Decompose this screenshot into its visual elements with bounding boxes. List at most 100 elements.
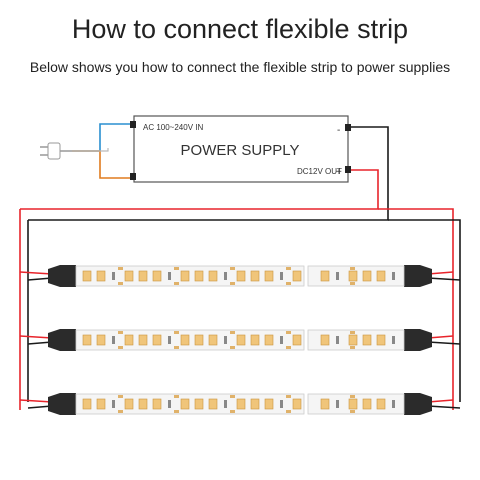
copper-pad-icon [286,267,291,270]
resistor-icon [280,336,283,344]
resistor-icon [336,400,339,408]
led-chip-icon [292,334,302,346]
ps-title: POWER SUPPLY [181,142,300,159]
led-chip-icon [264,398,274,410]
resistor-icon [392,400,395,408]
resistor-icon [392,272,395,280]
copper-pad-icon [174,331,179,334]
copper-pad-icon [350,346,355,349]
led-chip-icon [376,270,386,282]
ps-input-label: AC 100~240V IN [143,123,203,132]
resistor-icon [336,336,339,344]
resistor-icon [224,272,227,280]
led-chip-icon [362,270,372,282]
led-chip-icon [320,398,330,410]
copper-pad-icon [286,395,291,398]
copper-pad-icon [118,346,123,349]
strip-end-cap-left [48,329,76,351]
led-chip-icon [236,398,246,410]
copper-pad-icon [174,410,179,413]
copper-pad-icon [118,410,123,413]
resistor-icon [168,272,171,280]
led-chip-icon [152,270,162,282]
led-chip-icon [152,334,162,346]
copper-pad-icon [174,282,179,285]
led-chip-icon [124,334,134,346]
led-chip-icon [348,334,358,346]
resistor-icon [392,336,395,344]
ps-plus-sign: + [336,167,342,178]
led-chip-icon [96,398,106,410]
led-chip-icon [138,270,148,282]
resistor-icon [168,400,171,408]
led-chip-icon [194,270,204,282]
strip-end-cap-left [48,265,76,287]
copper-pad-icon [286,282,291,285]
led-chip-icon [362,398,372,410]
led-chip-icon [180,398,190,410]
led-chip-icon [138,398,148,410]
ac-plug-icon [40,142,72,160]
copper-pad-icon [118,331,123,334]
led-strip-2 [19,329,461,351]
copper-pad-icon [118,282,123,285]
led-chip-icon [376,334,386,346]
led-chip-icon [362,334,372,346]
copper-pad-icon [350,267,355,270]
copper-pad-icon [286,346,291,349]
led-chip-icon [96,270,106,282]
led-chip-icon [82,334,92,346]
copper-pad-icon [230,410,235,413]
led-chip-icon [152,398,162,410]
copper-pad-icon [286,410,291,413]
copper-pad-icon [174,395,179,398]
led-chip-icon [292,398,302,410]
dc-wiring [19,126,461,410]
led-chip-icon [208,334,218,346]
copper-pad-icon [350,410,355,413]
strip-end-cap-right [404,393,432,415]
led-chip-icon [348,270,358,282]
copper-pad-icon [118,395,123,398]
resistor-icon [336,272,339,280]
power-supply: AC 100~240V IN POWER SUPPLY DC12V OUT - … [130,115,351,183]
led-chip-icon [194,398,204,410]
ac-input-wires [72,123,133,179]
led-chip-icon [82,398,92,410]
copper-pad-icon [230,346,235,349]
led-chip-icon [138,334,148,346]
led-chip-icon [264,270,274,282]
resistor-icon [112,272,115,280]
strip-end-cap-right [404,329,432,351]
copper-pad-icon [118,267,123,270]
resistor-icon [224,336,227,344]
led-chip-icon [236,270,246,282]
led-chip-icon [124,398,134,410]
copper-pad-icon [174,267,179,270]
led-chip-icon [124,270,134,282]
copper-pad-icon [230,395,235,398]
copper-pad-icon [230,267,235,270]
led-chip-icon [320,334,330,346]
led-chip-icon [376,398,386,410]
led-strip-3 [19,393,461,415]
led-chip-icon [250,398,260,410]
resistor-icon [280,400,283,408]
resistor-icon [168,336,171,344]
led-chip-icon [208,398,218,410]
ps-output-label: DC12V OUT [297,167,342,176]
copper-pad-icon [286,331,291,334]
led-chip-icon [236,334,246,346]
ps-minus-sign: - [337,125,340,136]
led-chip-icon [320,270,330,282]
copper-pad-icon [350,331,355,334]
resistor-icon [224,400,227,408]
page-title: How to connect flexible strip [71,14,409,44]
led-chip-icon [194,334,204,346]
led-chip-icon [82,270,92,282]
led-strips [19,265,461,415]
copper-pad-icon [230,331,235,334]
page-subtitle: Below shows you how to connect the flexi… [29,59,451,75]
resistor-icon [112,336,115,344]
